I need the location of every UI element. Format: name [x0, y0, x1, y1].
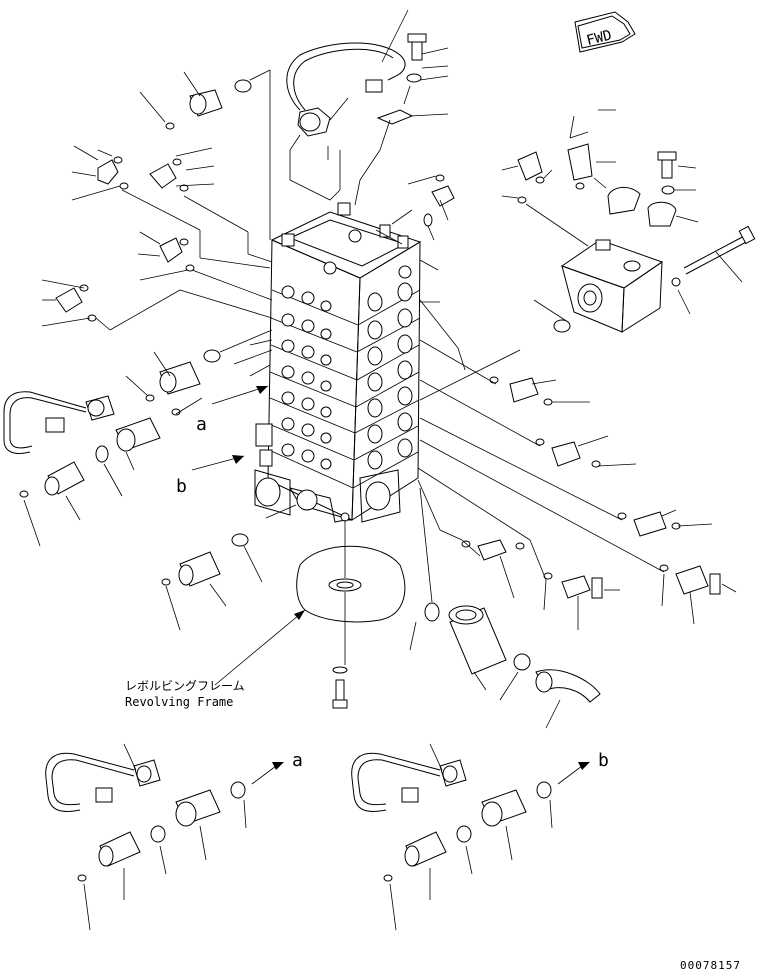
lower-left-fittings [161, 504, 297, 631]
lower-center-fittings [409, 467, 620, 729]
drawing-number: 00078157 [680, 959, 741, 972]
frame-label-en: Revolving Frame [125, 695, 233, 709]
view-marker-b: b [176, 455, 245, 497]
detail-view-a-label: a [292, 750, 303, 771]
main-control-valve [254, 202, 422, 523]
revolving-frame: レボルビングフレーム Revolving Frame [125, 520, 406, 709]
fwd-arrow-icon: FWD [574, 11, 636, 53]
frame-label-jp: レボルビングフレーム [125, 679, 245, 693]
left-pipe-assembly [3, 391, 161, 547]
left-fittings-cluster [41, 69, 273, 416]
spool-caps-right [367, 282, 413, 470]
right-side-fittings [375, 174, 737, 625]
top-pipe-assembly [286, 33, 427, 206]
detail-view-b-label: b [598, 750, 609, 771]
view-marker-a-label: a [196, 414, 207, 435]
view-marker-a: a [196, 385, 269, 435]
detail-view-a: a [45, 743, 303, 931]
view-marker-b-label: b [176, 476, 187, 497]
fwd-label: FWD [585, 27, 613, 49]
valve-ports-left [281, 285, 332, 470]
detail-view-b: b [351, 743, 609, 931]
auxiliary-valve [97, 9, 756, 333]
